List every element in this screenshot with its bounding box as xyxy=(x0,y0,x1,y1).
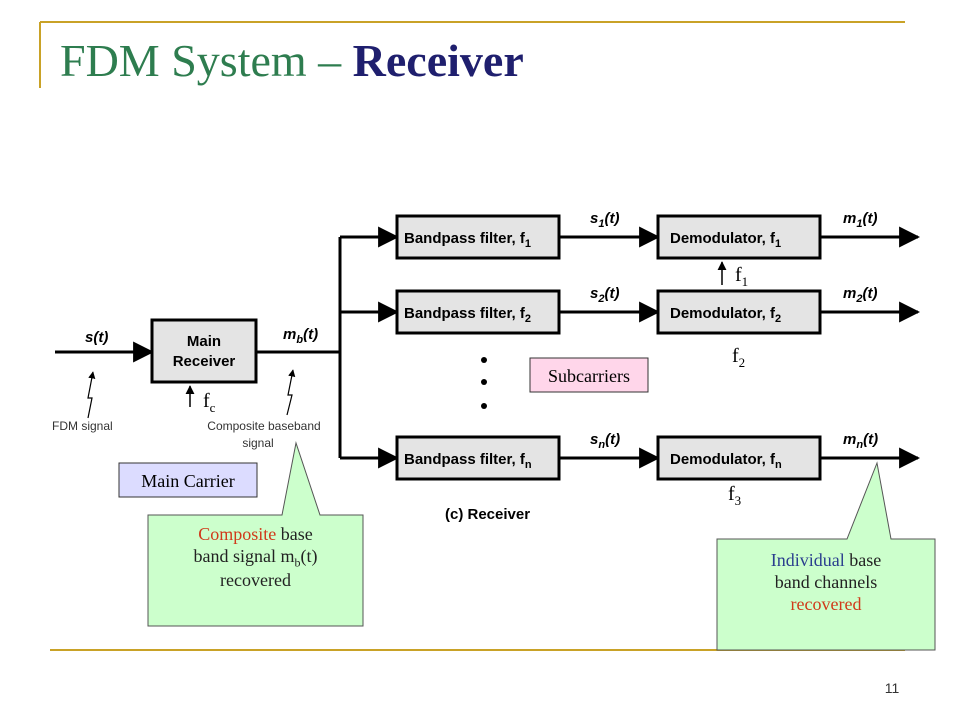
composite-caption-1: Composite baseband xyxy=(207,419,320,433)
svg-text:Main Carrier: Main Carrier xyxy=(141,471,234,491)
channel-ellipsis xyxy=(481,357,487,409)
signal-label-1: s1(t) xyxy=(590,210,619,230)
signal-label-n: sn(t) xyxy=(590,431,620,451)
title-main: FDM System – xyxy=(60,35,353,86)
input-signal-label: s(t) xyxy=(85,329,108,346)
svg-text:Demodulator, f1: Demodulator, f1 xyxy=(670,230,781,250)
main-receiver-label-2: Receiver xyxy=(173,353,236,370)
left-callout-text: Composite base band signal mb(t) recover… xyxy=(150,524,361,592)
demodulator-2: Demodulator, f2 xyxy=(656,289,822,335)
svg-text:Demodulator, fn: Demodulator, fn xyxy=(670,451,782,471)
main-receiver-block: Main Receiver xyxy=(150,318,258,384)
svg-text:Bandpass filter, f1: Bandpass filter, f1 xyxy=(404,230,531,250)
bandpass-filter-n: Bandpass filter, fn xyxy=(395,435,561,481)
output-label-n: mn(t) xyxy=(843,431,878,451)
composite-caption-2: signal xyxy=(242,436,273,450)
figure-caption: (c) Receiver xyxy=(445,506,530,523)
demodulator-n: Demodulator, fn xyxy=(656,435,822,481)
input-pointer xyxy=(87,371,96,419)
svg-text:Bandpass filter, fn: Bandpass filter, fn xyxy=(404,451,532,471)
subcarriers-box: Subcarriers xyxy=(529,357,649,393)
right-callout-text: Individual base band channels recovered xyxy=(719,550,933,616)
bandpass-filter-1: Bandpass filter, f1 xyxy=(395,214,561,260)
svg-text:Subcarriers: Subcarriers xyxy=(548,366,630,386)
left-callout-shape xyxy=(147,441,364,627)
composite-pointer xyxy=(286,369,296,416)
bandpass-filter-2: Bandpass filter, f2 xyxy=(395,289,561,335)
main-carrier-box: Main Carrier xyxy=(118,462,258,498)
fc-label: fc xyxy=(203,390,216,415)
left-callout-line-1: Composite base xyxy=(198,524,313,544)
channel-n: Bandpass filter, fn sn(t) Demodulator, f… xyxy=(340,431,921,481)
f3-label: f3 xyxy=(728,483,741,508)
page-number: 11 xyxy=(884,680,900,696)
svg-text:Demodulator, f2: Demodulator, f2 xyxy=(670,305,781,325)
channel-2: Bandpass filter, f2 s2(t) Demodulator, f… xyxy=(340,285,921,335)
channel-1: Bandpass filter, f1 s1(t) Demodulator, f… xyxy=(340,210,921,260)
right-callout-line-3: recovered xyxy=(790,593,862,614)
composite-signal-label: mb(t) xyxy=(283,326,318,346)
input-caption: FDM signal xyxy=(52,419,113,433)
f2-label: f2 xyxy=(732,345,745,370)
output-label-2: m2(t) xyxy=(843,285,877,305)
main-receiver-label-1: Main xyxy=(187,333,221,350)
slide-title: FDM System – Receiver xyxy=(60,38,524,84)
right-callout-shape xyxy=(716,461,936,651)
title-bold: Receiver xyxy=(352,35,524,86)
output-label-1: m1(t) xyxy=(843,210,877,230)
f1-label: f1 xyxy=(735,264,748,289)
left-callout-line-3: recovered xyxy=(220,570,291,591)
right-callout-line-2: band channels xyxy=(774,571,878,592)
svg-text:Bandpass filter, f2: Bandpass filter, f2 xyxy=(404,305,531,325)
right-callout-line-1: Individual base xyxy=(770,550,882,570)
signal-label-2: s2(t) xyxy=(590,285,619,305)
demodulator-1: Demodulator, f1 xyxy=(656,214,822,260)
left-callout-line-2: band signal mb(t) xyxy=(193,545,318,570)
